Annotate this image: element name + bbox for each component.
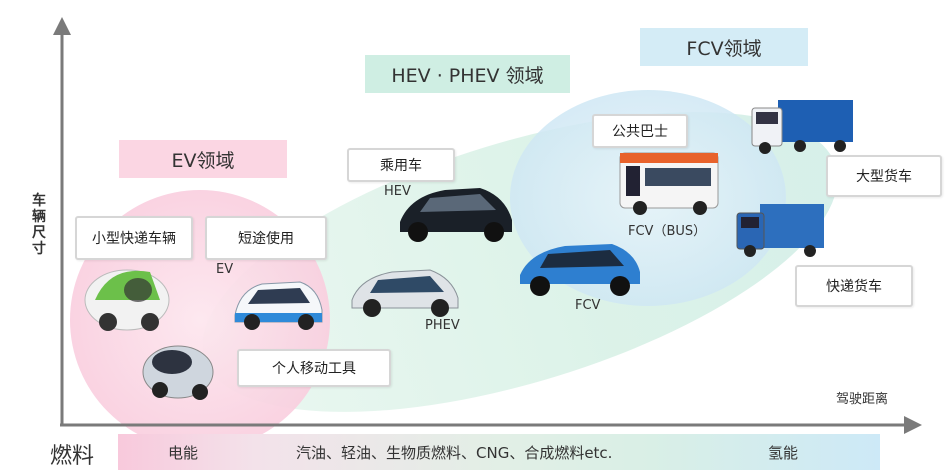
fuel-liquid: 汽油、轻油、生物质燃料、CNG、合成燃料etc. (296, 444, 613, 462)
short-trip-box: 短途使用 (205, 216, 327, 260)
heavy-truck-icon (751, 100, 853, 154)
hev-label: HEV (384, 184, 411, 199)
delivery-truck-icon (736, 204, 824, 257)
ev-car-icon (234, 281, 323, 330)
fcv-bus-label: FCV（BUS） (628, 224, 707, 239)
fuel-hydrogen: 氢能 (768, 444, 799, 462)
small-ev-pod-icon (84, 269, 170, 331)
hev-sedan-icon (400, 188, 512, 242)
fuel-gradient-bar: 电能 汽油、轻油、生物质燃料、CNG、合成燃料etc. 氢能 (118, 434, 880, 470)
fcv-label: FCV (575, 298, 601, 313)
fuel-title: 燃料 (50, 444, 95, 469)
y-axis-label: 车辆尺寸 (32, 193, 46, 257)
phev-label: PHEV (425, 318, 460, 333)
delivery-truck-box: 快递货车 (795, 265, 913, 307)
small-delivery-box: 小型快递车辆 (75, 216, 193, 260)
fuel-electric: 电能 (168, 444, 199, 462)
fcv-domain-header: FCV领域 (640, 28, 808, 66)
ev-label: EV (216, 262, 234, 277)
passenger-car-box: 乘用车 (347, 148, 455, 182)
fcv-bus-icon (619, 152, 719, 215)
personal-mobility-box: 个人移动工具 (237, 349, 391, 387)
phev-car-icon (351, 269, 459, 317)
heavy-truck-box: 大型货车 (826, 155, 942, 197)
x-axis-label: 驾驶距离 (836, 392, 889, 407)
personal-mobility-icon (142, 345, 214, 400)
ev-domain-header: EV领域 (119, 140, 287, 178)
hev-phev-domain-header: HEV · PHEV 领域 (365, 55, 570, 93)
bus-box: 公共巴士 (592, 114, 688, 148)
fcv-sedan-icon (520, 244, 640, 296)
